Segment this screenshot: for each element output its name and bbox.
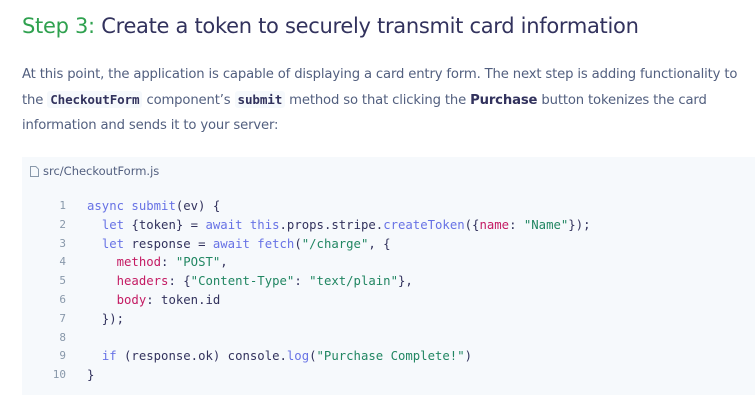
code-token: await [212, 236, 258, 251]
code-token: ( [294, 236, 302, 251]
code-token: : token.id [146, 292, 221, 307]
code-token: "Name" [523, 217, 569, 232]
code-token: , { [368, 236, 391, 251]
line-code: if (response.ok) console.log("Purchase C… [66, 347, 472, 366]
inline-code-checkoutform: CheckoutForm [47, 91, 143, 108]
code-token: : [294, 274, 310, 289]
code-token: (response.ok) console. [124, 349, 287, 364]
line-code: method: "POST", [66, 253, 228, 272]
code-token: method [116, 255, 162, 270]
line-number: 5 [59, 274, 66, 288]
code-token [87, 237, 102, 251]
code-token: } [87, 368, 95, 383]
code-token: response = [131, 236, 213, 251]
code-line: 3 let response = await fetch("/charge", … [22, 235, 755, 254]
code-token: "text/plain" [309, 274, 398, 289]
code-token [87, 274, 117, 288]
code-line: 6 body: token.id [22, 291, 755, 310]
line-number: 8 [59, 330, 66, 344]
line-number: 10 [52, 368, 66, 382]
code-token: }); [568, 217, 591, 232]
line-number: 9 [59, 349, 66, 363]
intro-text-3: method so that clicking the [285, 93, 471, 108]
code-token: ) [464, 349, 473, 364]
code-token: (ev) { [175, 199, 221, 213]
code-line: 5 headers: {"Content-Type": "text/plain"… [22, 272, 755, 291]
code-line: 4 method: "POST", [22, 253, 755, 272]
line-code [66, 329, 87, 348]
intro-text-1: At this point, the application is capabl… [22, 67, 738, 108]
code-token: "/charge" [301, 236, 369, 251]
line-number: 6 [59, 292, 66, 306]
code-token: ({ [464, 217, 480, 232]
line-code: }); [66, 310, 124, 329]
code-token: createToken [383, 217, 465, 232]
code-token: {token} = [131, 217, 206, 232]
intro-paragraph: At this point, the application is capabl… [22, 62, 750, 138]
code-token: name [479, 217, 510, 232]
section-heading: Step 3: Create a token to securely trans… [22, 14, 639, 38]
code-line: 9 if (response.ok) console.log("Purchase… [22, 347, 755, 366]
code-token: : [509, 217, 524, 232]
code-token: if [101, 349, 125, 364]
line-number: 7 [59, 311, 66, 325]
file-header: src/CheckoutForm.js [30, 164, 159, 178]
purchase-label: Purchase [470, 93, 538, 108]
code-token: ( [309, 349, 317, 364]
code-token: .props.stripe. [279, 217, 384, 232]
line-code: body: token.id [66, 291, 221, 310]
code-line: 8 [22, 329, 755, 348]
line-number: 2 [59, 217, 66, 231]
heading-title: Create a token to securely transmit card… [94, 14, 639, 38]
step-label: Step 3: [22, 14, 95, 38]
file-icon [30, 165, 39, 177]
code-token: body [116, 292, 147, 307]
code-line: 10} [22, 366, 755, 385]
code-token: let [101, 236, 132, 251]
code-line: 2 let {token} = await this.props.stripe.… [22, 216, 755, 235]
line-number: 1 [59, 199, 66, 212]
line-number: 3 [59, 236, 66, 250]
code-token [87, 349, 102, 363]
code-token: "Purchase Complete!" [316, 349, 465, 364]
intro-text-2: component’s [142, 93, 235, 108]
code-token: fetch [257, 236, 295, 251]
code-token [87, 255, 117, 269]
code-token: await this [205, 217, 280, 232]
code-token: log [286, 349, 310, 364]
line-code: } [66, 366, 94, 385]
inline-code-submit: submit [234, 91, 286, 108]
line-code: let {token} = await this.props.stripe.cr… [66, 216, 591, 235]
file-name: src/CheckoutForm.js [43, 164, 160, 178]
code-token [87, 218, 102, 232]
code-token: : { [168, 274, 191, 289]
code-token: submit [131, 199, 176, 213]
code-token: headers [116, 274, 169, 289]
line-code: let response = await fetch("/charge", { [66, 235, 391, 254]
intro-text-4: button tokenizes the card information an… [22, 93, 707, 133]
code-token: }, [397, 274, 413, 289]
code-token: let [101, 217, 132, 232]
line-code: headers: {"Content-Type": "text/plain"}, [66, 272, 413, 291]
code-line: 7 }); [22, 310, 755, 329]
code-token: }); [87, 311, 125, 326]
code-token: "Content-Type" [190, 274, 295, 289]
code-token [87, 293, 117, 307]
line-number: 4 [59, 255, 66, 269]
code-token: async [87, 199, 132, 213]
code-token: , [220, 255, 228, 270]
code-token: "POST" [175, 255, 221, 270]
line-code: async submit(ev) { [66, 197, 220, 216]
code-token: : [161, 255, 176, 270]
